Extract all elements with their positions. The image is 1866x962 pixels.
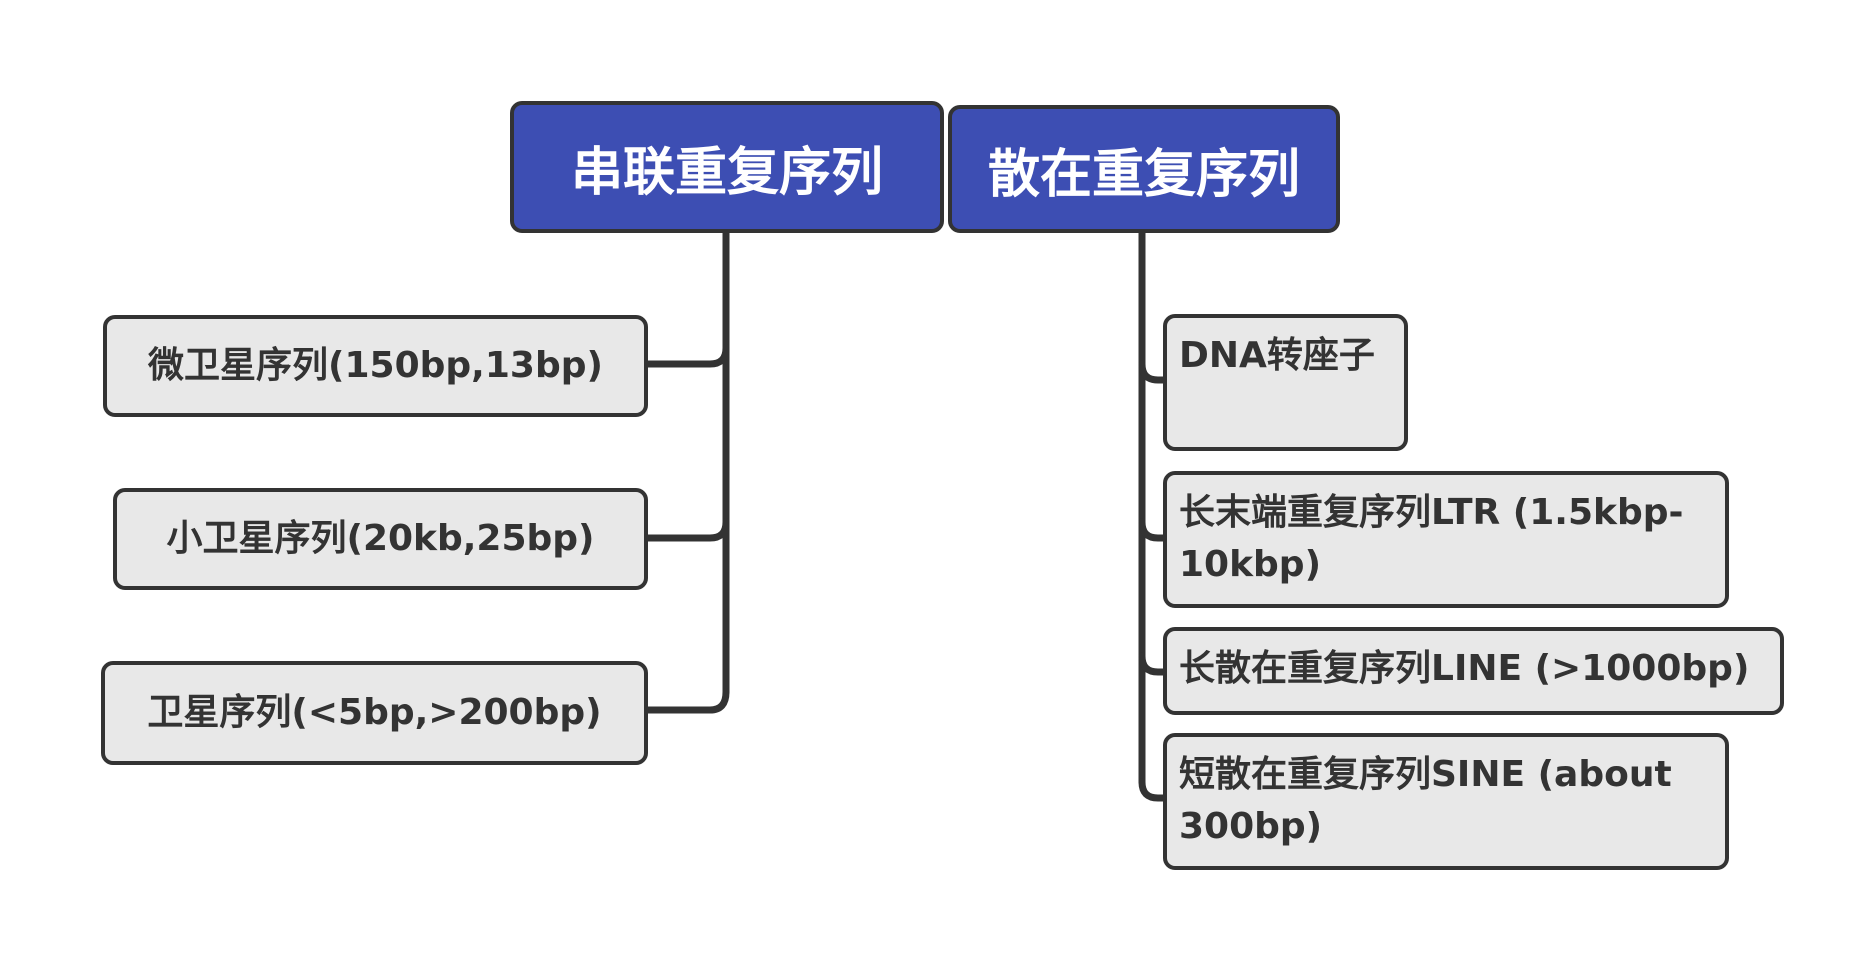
sine-label-line-1: 短散在重复序列SINE (about xyxy=(1179,754,1672,795)
left-branch-line-2 xyxy=(642,518,730,542)
microsatellite-node[interactable]: 微卫星序列(150bp,13bp) xyxy=(103,315,648,417)
microsatellite-label: 微卫星序列(150bp,13bp) xyxy=(148,345,603,386)
dna-transposon-node[interactable]: DNA转座子 xyxy=(1163,314,1408,451)
right-branch-line-4 xyxy=(1138,778,1167,802)
tandem-repeat-title: 串联重复序列 xyxy=(570,142,883,203)
tandem-repeat-root-node[interactable]: 串联重复序列 xyxy=(510,101,944,233)
right-branch-line-2 xyxy=(1138,518,1167,542)
left-branch-line-1 xyxy=(642,344,730,368)
left-branch-line-3 xyxy=(642,688,730,714)
ltr-node[interactable]: 长末端重复序列LTR (1.5kbp- 10kbp) xyxy=(1163,471,1729,608)
right-branch-line-3 xyxy=(1138,652,1167,676)
sine-label-line-2: 300bp) xyxy=(1179,806,1323,847)
minisatellite-node[interactable]: 小卫星序列(20kb,25bp) xyxy=(113,488,648,590)
dna-transposon-label: DNA转座子 xyxy=(1179,335,1375,376)
ltr-label-line-2: 10kbp) xyxy=(1179,544,1322,585)
satellite-node[interactable]: 卫星序列(<5bp,>200bp) xyxy=(101,661,648,765)
interspersed-repeat-title: 散在重复序列 xyxy=(987,144,1300,205)
satellite-label: 卫星序列(<5bp,>200bp) xyxy=(147,692,602,733)
line-label: 长散在重复序列LINE (>1000bp) xyxy=(1179,648,1750,689)
sine-node[interactable]: 短散在重复序列SINE (about 300bp) xyxy=(1163,733,1729,870)
line-node[interactable]: 长散在重复序列LINE (>1000bp) xyxy=(1163,627,1784,715)
minisatellite-label: 小卫星序列(20kb,25bp) xyxy=(166,518,595,559)
right-branch-line-1 xyxy=(1138,360,1167,384)
ltr-label-line-1: 长末端重复序列LTR (1.5kbp- xyxy=(1179,492,1684,533)
interspersed-repeat-root-node[interactable]: 散在重复序列 xyxy=(948,105,1340,233)
